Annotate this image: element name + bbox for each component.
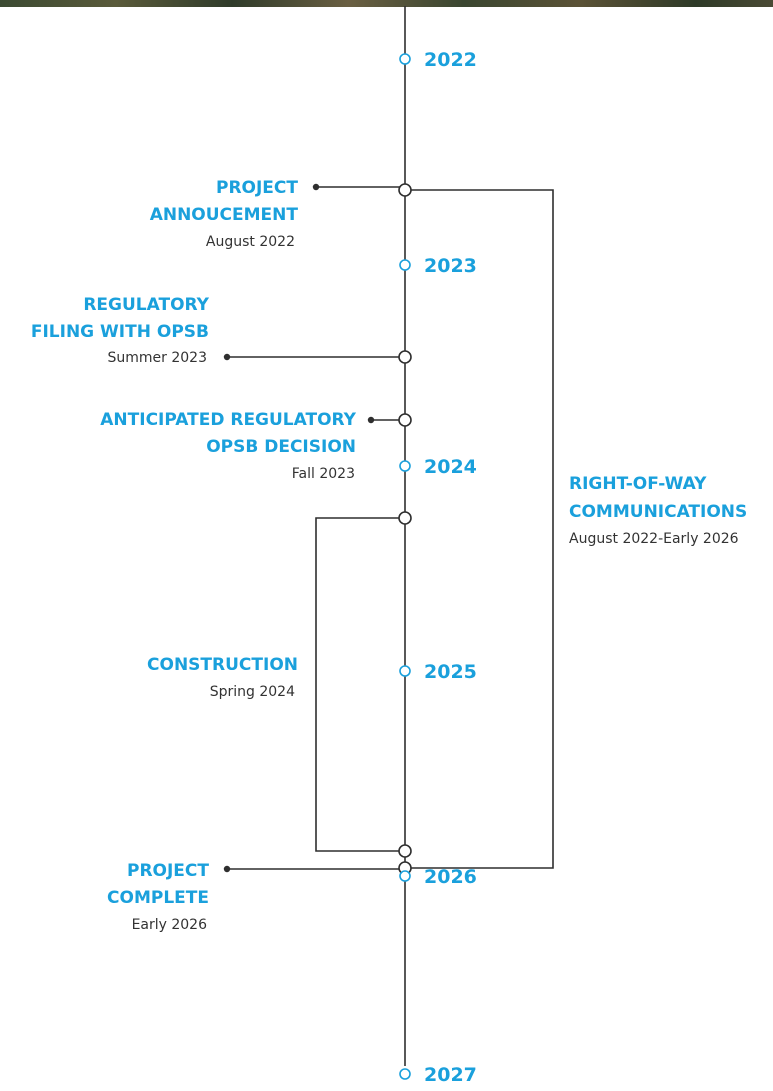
decision-title-line-2: OPSB DECISION — [206, 437, 356, 457]
filing-connector-dot — [223, 353, 231, 361]
decision-title-line-1: ANTICIPATED REGULATORY — [100, 410, 356, 430]
construction-bracket — [315, 517, 405, 852]
right-of-way-bracket — [405, 189, 554, 869]
filing-title-line-1: REGULATORY — [83, 295, 209, 315]
year-label-2025: 2025 — [424, 661, 477, 683]
filing-node — [398, 350, 412, 364]
complete-title-line-2: COMPLETE — [107, 888, 209, 908]
year-node-2024 — [399, 460, 411, 472]
announcement-date: August 2022 — [206, 234, 295, 250]
complete-connector-dot — [223, 865, 231, 873]
year-label-2027: 2027 — [424, 1064, 477, 1086]
filing-date: Summer 2023 — [108, 350, 207, 366]
year-node-2025 — [399, 665, 411, 677]
right-of-way-title-line-1: RIGHT-OF-WAY — [569, 474, 707, 494]
year-label-2026: 2026 — [424, 866, 477, 888]
right-of-way-date: August 2022-Early 2026 — [569, 531, 739, 547]
decision-date: Fall 2023 — [292, 466, 355, 482]
year-node-2023 — [399, 259, 411, 271]
year-node-2027 — [399, 1068, 411, 1080]
complete-date: Early 2026 — [132, 917, 208, 933]
construction-date: Spring 2024 — [210, 684, 295, 700]
announcement-title-line-1: PROJECT — [216, 178, 298, 198]
construction-title: CONSTRUCTION — [147, 655, 298, 675]
announcement-connector-dot — [312, 183, 320, 191]
header-photo-strip — [0, 0, 773, 7]
decision-node — [398, 413, 412, 427]
complete-title-line-1: PROJECT — [127, 861, 209, 881]
construction-start-node — [398, 511, 412, 525]
filing-title-line-2: FILING WITH OPSB — [31, 322, 209, 342]
announcement-title-line-2: ANNOUCEMENT — [150, 205, 299, 225]
announcement-node — [398, 183, 412, 197]
construction-end-node — [398, 844, 412, 858]
year-node-2022 — [399, 53, 411, 65]
year-node-2026 — [399, 870, 411, 882]
right-of-way-title-line-2: COMMUNICATIONS — [569, 502, 747, 522]
year-label-2022: 2022 — [424, 49, 477, 71]
year-label-2024: 2024 — [424, 456, 477, 478]
decision-connector-dot — [367, 416, 375, 424]
year-label-2023: 2023 — [424, 255, 477, 277]
